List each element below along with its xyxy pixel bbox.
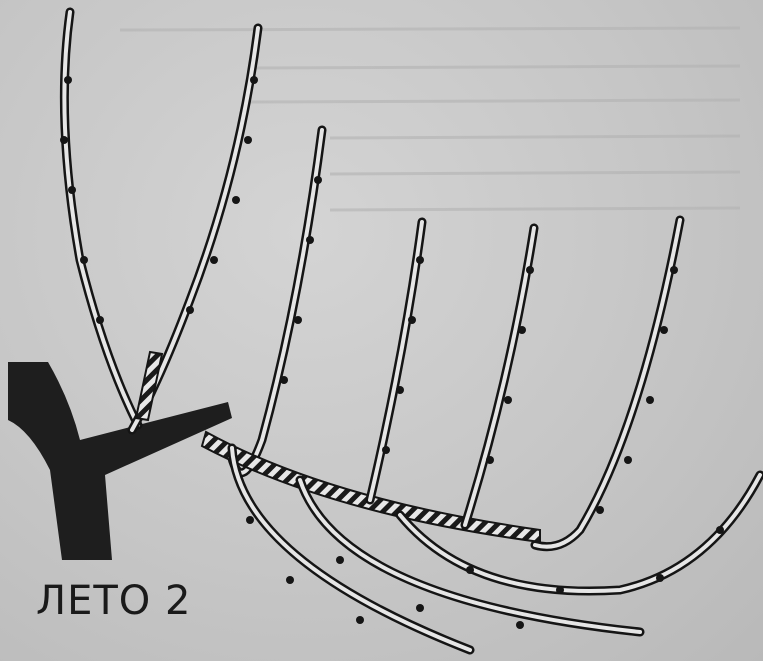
bud-icons [60, 76, 724, 629]
background-texture [120, 28, 740, 210]
cane-group-upper [64, 12, 322, 473]
cane-1 [64, 12, 138, 425]
cane-3 [230, 130, 322, 473]
shoot-2 [465, 228, 534, 525]
cane-group-shoots [370, 220, 680, 547]
caption-label: ЛЕТО 2 [36, 578, 191, 624]
shoot-3 [535, 220, 680, 547]
